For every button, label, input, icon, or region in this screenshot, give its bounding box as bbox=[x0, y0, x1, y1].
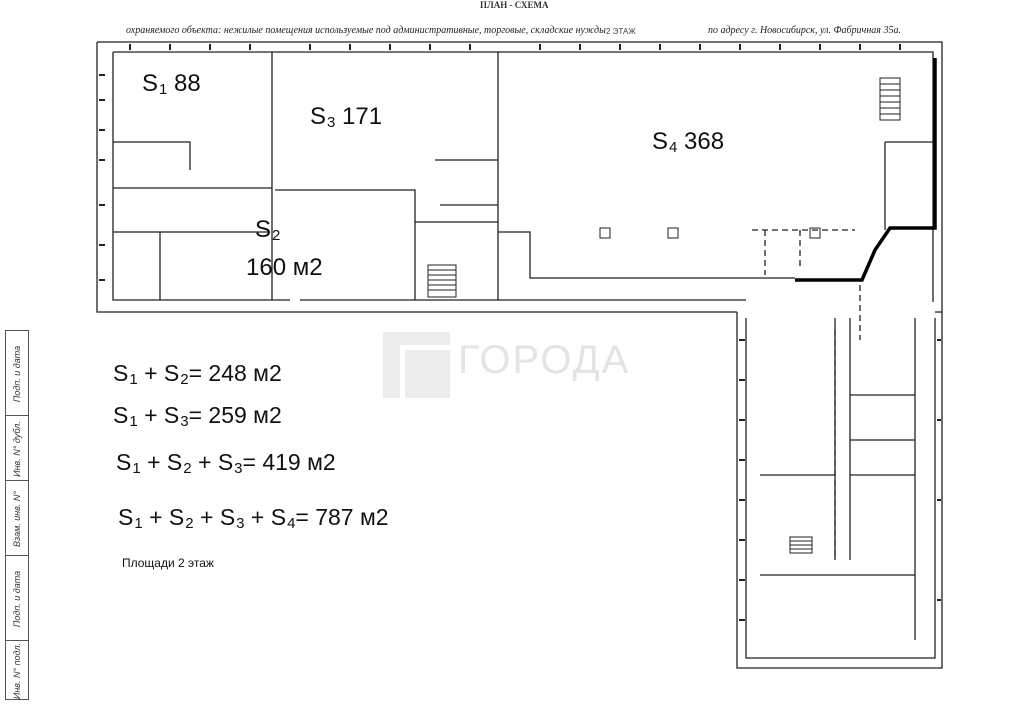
address: по адресу г. Новосибирск, ул. Фабричная … bbox=[708, 25, 901, 36]
area-index: 3 bbox=[234, 460, 243, 477]
plus-sign: + bbox=[142, 504, 169, 530]
room-label-s3: S3 171 bbox=[310, 103, 383, 131]
room-label-s2: S2 bbox=[255, 216, 281, 244]
plus-sign: + bbox=[137, 402, 164, 428]
formula-result: = 248 м2 bbox=[188, 360, 282, 386]
plus-sign: + bbox=[193, 504, 220, 530]
area-index: 1 bbox=[129, 371, 138, 388]
stamp-column: Подп. и дата Инв. N° дубл. Взам. инв. N°… bbox=[5, 330, 29, 700]
area-symbol: S bbox=[118, 504, 134, 530]
plan-title: ПЛАН - СХЕМА bbox=[480, 0, 549, 10]
area-index: 2 bbox=[183, 460, 192, 477]
outer-wall-lower-wing bbox=[736, 312, 943, 669]
object-description: охраняемого объекта: нежилые помещения и… bbox=[126, 25, 606, 36]
area-symbol: S bbox=[113, 360, 129, 386]
dashed-partition bbox=[752, 229, 855, 275]
stamp-cell: Подп. и дата bbox=[6, 330, 28, 416]
area-index: 1 bbox=[132, 460, 141, 477]
floor-label: 2 ЭТАЖ bbox=[606, 27, 636, 36]
room-label-s1: S1 88 bbox=[142, 70, 201, 98]
area-symbol: S bbox=[166, 449, 183, 475]
plus-sign: + bbox=[140, 449, 167, 475]
partition-wall bbox=[113, 52, 499, 300]
area-index: 3 bbox=[180, 413, 189, 430]
area-index: 1 bbox=[129, 413, 138, 430]
area-symbol: S bbox=[168, 504, 185, 530]
partition-wall bbox=[498, 141, 933, 279]
inner-wall-lower-wing bbox=[745, 318, 936, 659]
formula-result: = 419 м2 bbox=[242, 449, 336, 475]
plus-sign: + bbox=[244, 504, 271, 530]
room-area-s2: 160 м2 bbox=[246, 254, 323, 281]
area-symbol: S bbox=[163, 402, 180, 428]
stairs-icon bbox=[427, 77, 901, 554]
outer-wall bbox=[96, 41, 943, 313]
plus-sign: + bbox=[191, 449, 218, 475]
watermark-logo bbox=[383, 332, 450, 398]
area-index: 4 bbox=[287, 515, 296, 532]
room-label-s4: S4 368 bbox=[652, 128, 725, 156]
area-symbol: S bbox=[113, 402, 129, 428]
caption: Площади 2 этаж bbox=[122, 556, 214, 570]
corridor-wall bbox=[760, 318, 916, 640]
area-index: 2 bbox=[180, 371, 189, 388]
area-formula: S1 + S3= 259 м2 bbox=[113, 402, 282, 430]
area-index: 2 bbox=[185, 515, 194, 532]
area-index: 3 bbox=[236, 515, 245, 532]
column-icon bbox=[599, 227, 821, 239]
stamp-cell: Инв. N° подл. bbox=[6, 640, 28, 701]
stamp-cell: Инв. N° дубл. bbox=[6, 415, 28, 481]
corridor-dashed bbox=[834, 285, 861, 560]
area-index: 1 bbox=[134, 515, 143, 532]
area-symbol: S bbox=[219, 504, 236, 530]
watermark: ГОРОДА bbox=[458, 338, 631, 382]
area-formula: S1 + S2 + S3= 419 м2 bbox=[116, 449, 336, 477]
area-symbol: S bbox=[270, 504, 287, 530]
area-symbol: S bbox=[217, 449, 234, 475]
inner-wall bbox=[112, 51, 934, 302]
formula-result: = 787 м2 bbox=[295, 504, 389, 530]
stamp-cell: Взам. инв. N° bbox=[6, 480, 28, 556]
area-formula: S1 + S2 + S3 + S4= 787 м2 bbox=[118, 504, 389, 532]
formula-result: = 259 м2 bbox=[188, 402, 282, 428]
window-marks bbox=[99, 44, 941, 621]
thick-wall bbox=[795, 58, 937, 282]
plus-sign: + bbox=[137, 360, 164, 386]
stamp-cell: Подп. и дата bbox=[6, 555, 28, 641]
area-symbol: S bbox=[163, 360, 180, 386]
area-formula: S1 + S2= 248 м2 bbox=[113, 360, 282, 388]
area-symbol: S bbox=[116, 449, 132, 475]
